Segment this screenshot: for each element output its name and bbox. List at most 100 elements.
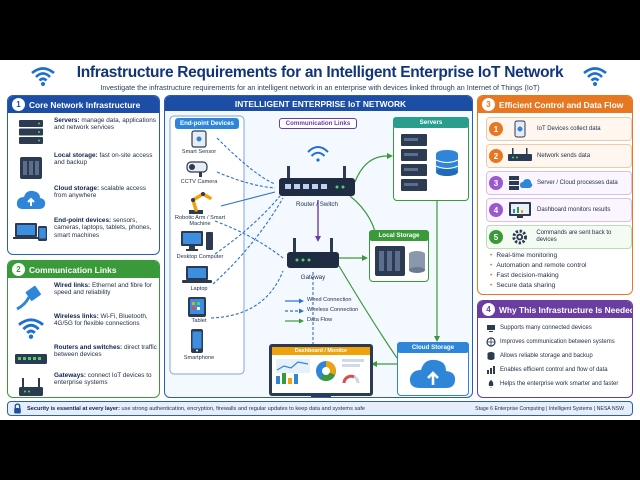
gear-icon: [512, 229, 527, 245]
step-number: 4: [489, 203, 503, 217]
why-needed-title: 4 Why This Infrastructure Is Needed: [478, 301, 632, 318]
section-title: Why This Infrastructure Is Needed: [499, 304, 633, 315]
page-subtitle: Investigate the infrastructure requireme…: [100, 83, 540, 92]
section-number: 4: [482, 303, 495, 316]
step-text: Server / Cloud processes data: [537, 179, 618, 186]
storage-device-icon: [12, 152, 50, 182]
why-text: Allows reliable storage and backup: [500, 353, 593, 359]
network-icon: [486, 337, 496, 347]
item-label: Wireless links:: [54, 313, 99, 320]
benefit-bullet: Secure data sharing: [490, 282, 555, 289]
credit-text: Stage 6 Enterprise Computing | Intellige…: [475, 405, 624, 412]
why-item: Allows reliable storage and backup: [486, 351, 593, 361]
why-item: Improves communication between systems: [486, 337, 615, 347]
wireless-links-row: Wireless links: Wi-Fi, Bluetooth, 4G/5G …: [12, 313, 159, 343]
router-switch-icon: [279, 166, 355, 196]
why-needed-panel: 4 Why This Infrastructure Is Needed Supp…: [477, 300, 633, 398]
device-label: Smart Sensor: [181, 149, 217, 155]
page-title: Infrastructure Requirements for an Intel…: [76, 64, 564, 81]
item-label: Gateways:: [54, 372, 86, 379]
servers-title: Servers: [393, 117, 469, 128]
desktop-computer-icon: [181, 231, 213, 251]
gateways-row: Gateways: connect IoT devices to enterpr…: [12, 372, 159, 397]
step-number: 2: [489, 149, 503, 163]
item-text: connect IoT devices to enterprise system…: [54, 372, 152, 387]
local-storage-title: Local Storage: [369, 230, 429, 241]
why-text: Helps the enterprise work smarter and fa…: [500, 381, 619, 387]
flow-step-4: 4 Dashboard monitors results: [486, 198, 632, 222]
item-text: direct traffic between devices: [54, 344, 157, 359]
item-text: Wi-Fi, Bluetooth, 4G/5G for flexible con…: [54, 313, 148, 328]
device-label: Laptop: [190, 286, 208, 292]
dashboard-charts-icon: [276, 359, 364, 384]
step-text: Dashboard monitors results: [537, 206, 611, 213]
device-label: CCTV Camera: [180, 179, 218, 185]
monitor-stand: [311, 396, 331, 397]
wifi-icon: [31, 67, 55, 86]
benefit-bullet: Automation and remote control: [490, 262, 586, 269]
step-text: Commands are sent back to devices: [536, 230, 612, 243]
item-label: Routers and switches:: [54, 344, 123, 351]
diagram-title: INTELLIGENT ENTERPRISE IoT NETWORK: [234, 98, 407, 109]
database-icon: [486, 351, 496, 361]
smart-sensor-icon: [191, 130, 207, 148]
infographic-poster: Infrastructure Requirements for an Intel…: [0, 60, 640, 420]
laptop-icon: [182, 266, 212, 283]
servers-row: Servers: manage data, applications and n…: [12, 117, 159, 147]
cctv-camera-icon: [186, 161, 208, 177]
flow-step-3: 3 Server / Cloud processes data: [486, 171, 632, 195]
server-cloud-icon: [509, 176, 533, 190]
switch-icon: [12, 344, 50, 374]
smartphone-icon: [191, 329, 203, 353]
why-text: Enables efficient control and flow of da…: [500, 367, 608, 373]
bar-chart-icon: [486, 365, 496, 375]
section-title: Communication Links: [29, 264, 117, 275]
header: Infrastructure Requirements for an Intel…: [0, 60, 640, 94]
why-text: Supports many connected devices: [500, 325, 592, 331]
rocket-icon: [486, 379, 496, 389]
cloud-storage-row: Cloud storage: scalable access from anyw…: [12, 185, 159, 215]
item-label: Servers:: [54, 117, 80, 124]
server-rack-icon: [401, 134, 459, 191]
device-label: Desktop Computer: [176, 254, 224, 260]
step-text: Network sends data: [537, 152, 591, 159]
dashboard-title: Dashboard / Monitor: [272, 347, 370, 355]
legend-wireless: Wireless Connection: [307, 307, 359, 313]
benefit-bullet: Real-time monitoring: [490, 252, 557, 259]
dashboard-monitor: Dashboard / Monitor: [269, 344, 373, 396]
item-text: Ethernet and fibre for speed and reliabi…: [54, 282, 152, 297]
benefit-bullet: Fast decision-making: [490, 272, 558, 279]
security-footer: Security is essential at every layer: us…: [7, 401, 633, 416]
robotic-arm-icon: [189, 191, 212, 214]
item-text: manage data, applications and network se…: [54, 117, 156, 132]
cloud-icon: [409, 359, 456, 388]
cloud-icon: [12, 185, 50, 215]
legend-data-flow: Data Flow: [307, 317, 333, 323]
item-label: Wired links:: [54, 282, 91, 289]
wired-links-row: Wired links: Ethernet and fibre for spee…: [12, 282, 159, 312]
section-number: 2: [12, 263, 25, 276]
step-number: 5: [489, 230, 503, 244]
endpoint-devices-title: End-point Devices: [175, 118, 239, 129]
section-number: 1: [12, 98, 25, 111]
section-number: 3: [482, 98, 495, 111]
sensor-icon: [514, 120, 526, 138]
step-number: 1: [489, 122, 503, 136]
core-infrastructure-panel: 1 Core Network Infrastructure Servers: m…: [7, 95, 160, 255]
why-text: Improves communication between systems: [500, 339, 615, 345]
control-data-flow-panel: 3 Efficient Control and Data Flow 1 IoT …: [477, 95, 633, 295]
flow-step-5: 5 Commands are sent back to devices: [486, 225, 632, 249]
item-text: sensors, cameras, laptops, tablets, phon…: [54, 217, 152, 239]
item-text: fast on-site access and backup: [54, 152, 153, 167]
device-label: Smartphone: [183, 355, 215, 361]
communication-links-label: Communication Links: [279, 118, 357, 129]
server-rack-icon: [12, 117, 50, 147]
why-item: Enables efficient control and flow of da…: [486, 365, 608, 375]
endpoint-devices-row: End-point devices: sensors, cameras, lap…: [12, 217, 159, 247]
security-note-label: Security is essential at every layer:: [27, 405, 120, 412]
why-item: Supports many connected devices: [486, 323, 592, 333]
devices-icon: [486, 323, 496, 333]
local-storage-row: Local storage: fast on-site access and b…: [12, 152, 159, 182]
legend-wired: Wired Connection: [307, 297, 352, 303]
network-diagram-panel: INTELLIGENT ENTERPRISE IoT NETWORK: [164, 95, 473, 398]
